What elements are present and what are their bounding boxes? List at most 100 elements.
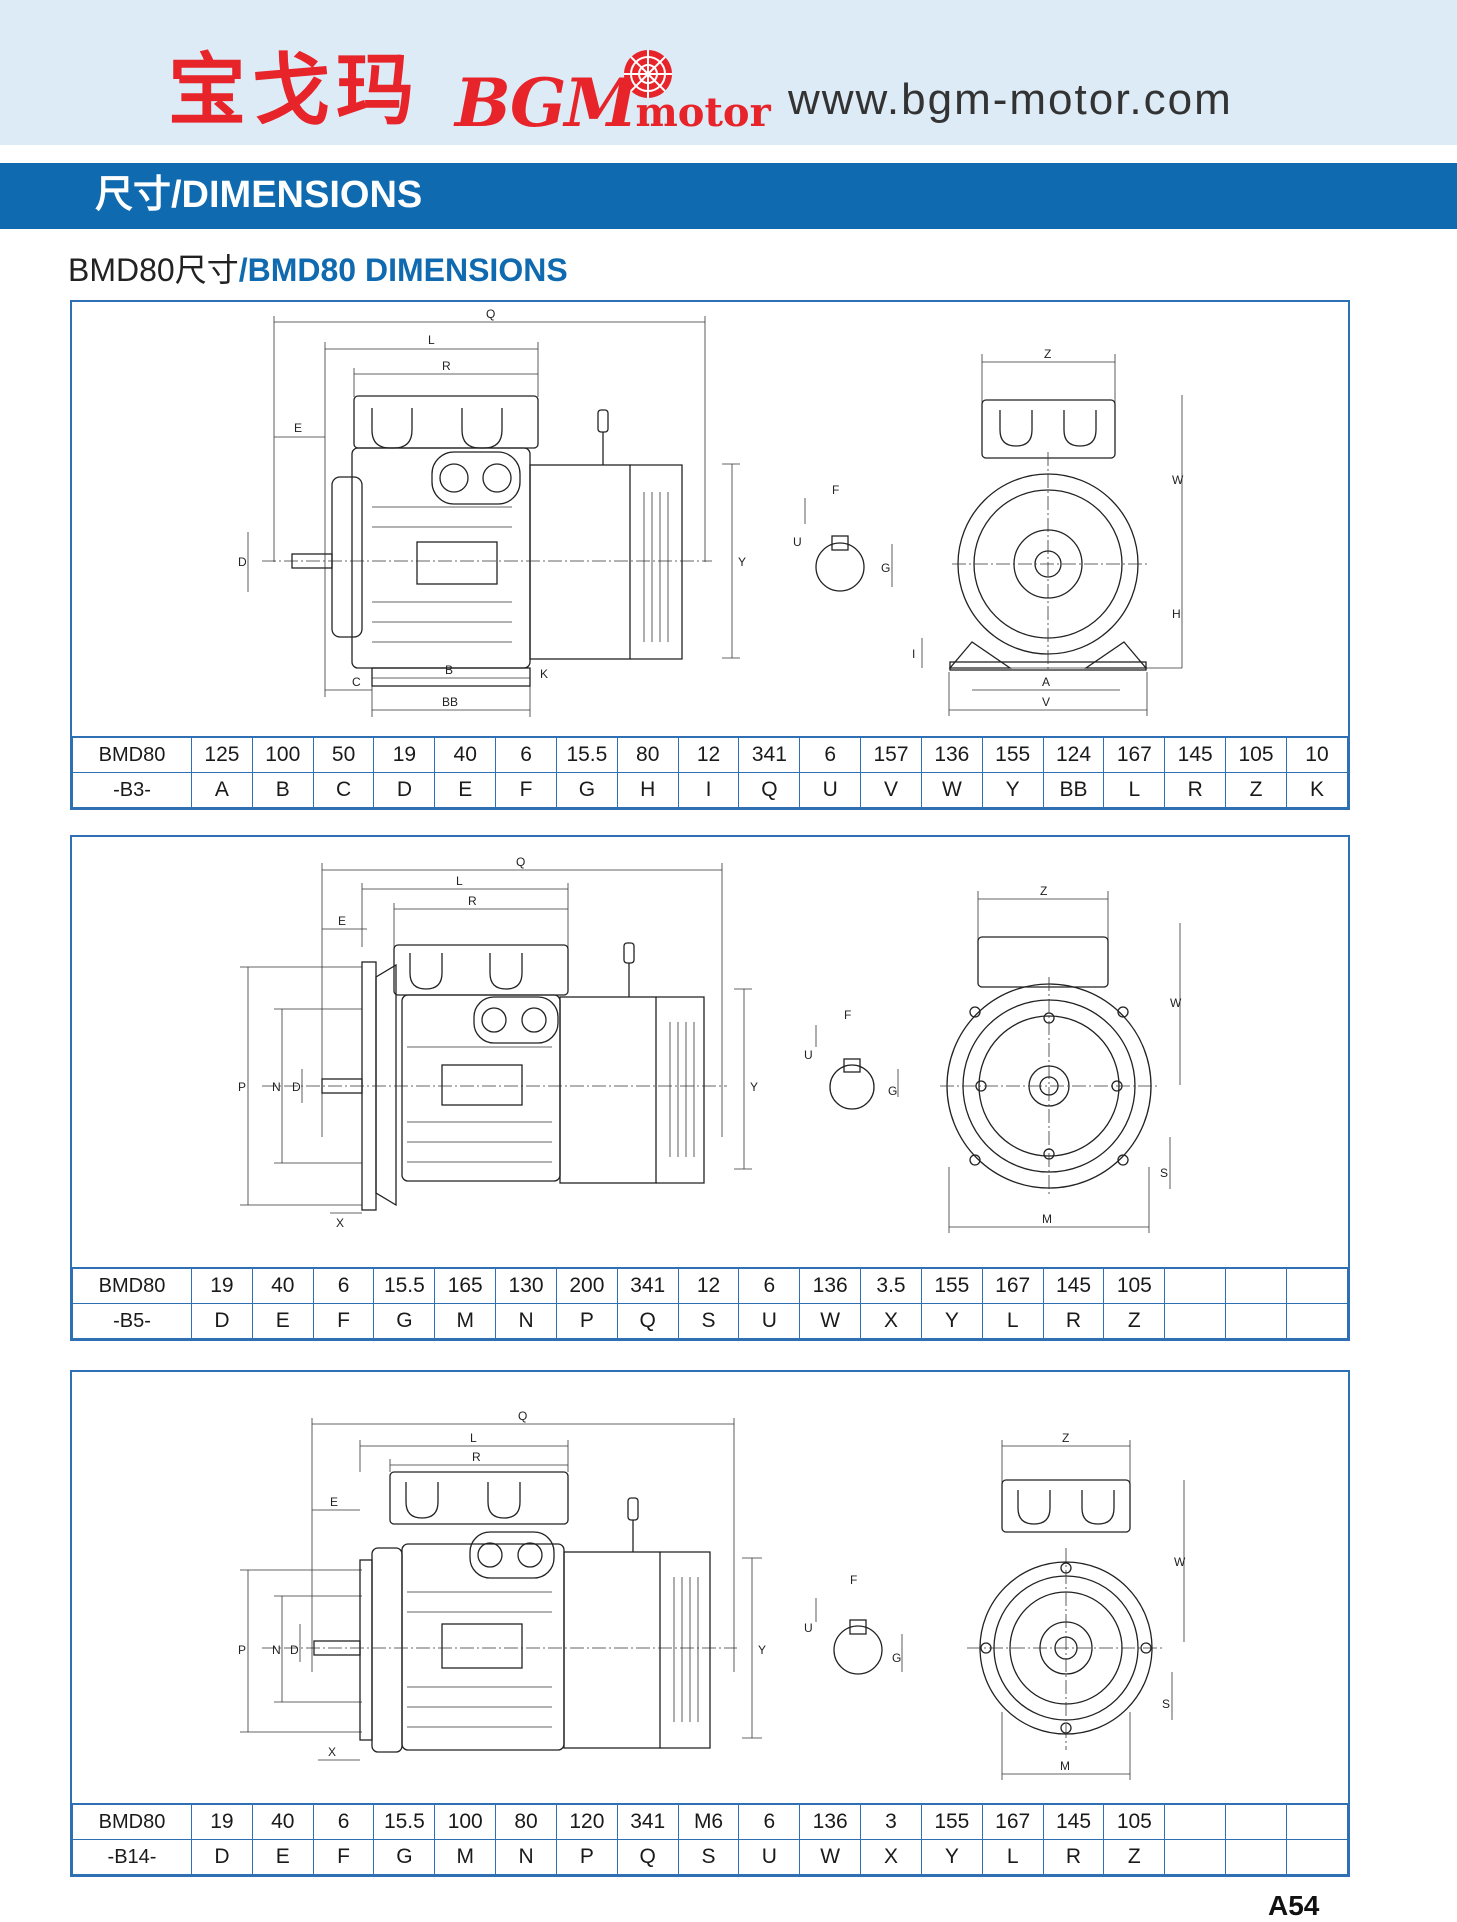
letter-cell: Z — [1225, 772, 1287, 808]
label-l: L — [428, 333, 435, 347]
drawing-labels-b14: Q L R E P N D X Y F U G Z W S M — [238, 1409, 1186, 1773]
letter-cell: N — [495, 1839, 557, 1875]
label-u: U — [804, 1621, 813, 1635]
dimension-table-b3: BMD80 125 100 50 19 40 6 15.5 80 12 341 … — [72, 736, 1349, 808]
label-x: X — [336, 1216, 344, 1230]
value-cell: 40 — [251, 1803, 314, 1840]
value-cell: 12 — [677, 736, 740, 773]
letter-cell: Y — [920, 1839, 983, 1875]
value-cell: 100 — [251, 736, 314, 773]
letter-cell: R — [1042, 1303, 1105, 1339]
value-cell: 15.5 — [373, 1803, 436, 1840]
value-cell: 80 — [616, 736, 679, 773]
letter-cell: A — [191, 772, 253, 808]
page-number: A54 — [1268, 1890, 1320, 1921]
letter-cell: Z — [1103, 1303, 1166, 1339]
label-z: Z — [1040, 884, 1047, 898]
letter-cell: Q — [616, 1839, 679, 1875]
value-cell: 19 — [373, 736, 436, 773]
label-h: H — [1172, 607, 1181, 621]
letter-cell: D — [191, 1839, 253, 1875]
value-cell: 19 — [191, 1267, 253, 1304]
label-x: X — [328, 1745, 336, 1759]
empty-cell — [1285, 1839, 1349, 1875]
model-cell: BMD80 — [72, 736, 192, 773]
value-cell: 167 — [981, 1267, 1044, 1304]
label-n: N — [272, 1643, 281, 1657]
drawing-b3: Q L R E D C B BB K Y F U G Z W H I A V — [238, 307, 1184, 717]
letter-cell: R — [1042, 1839, 1105, 1875]
value-cell: 105 — [1225, 736, 1287, 773]
value-cell: 15.5 — [555, 736, 618, 773]
value-cell: 6 — [495, 736, 557, 773]
letter-cell: K — [1285, 772, 1349, 808]
panel-b14: Q L R E P N D X Y F U G Z W S M BMD80 19… — [70, 1370, 1350, 1877]
label-r: R — [468, 894, 477, 908]
empty-cell — [1285, 1267, 1349, 1304]
table-row-letters: -B14- D E F G M N P Q S U W X Y L R Z — [72, 1839, 1349, 1875]
label-k: K — [540, 667, 548, 681]
value-cell: 167 — [981, 1803, 1044, 1840]
value-cell: 15.5 — [373, 1267, 436, 1304]
letter-cell: L — [981, 1303, 1044, 1339]
value-cell: 6 — [738, 1803, 801, 1840]
letter-cell: W — [799, 1303, 862, 1339]
label-b: B — [445, 663, 453, 677]
value-cell: 80 — [495, 1803, 557, 1840]
value-cell: 100 — [434, 1803, 497, 1840]
logo-bgm: BGM — [455, 64, 637, 142]
drawing-labels-b5: Q L R E P N D X Y F U G Z W S M — [238, 855, 1182, 1230]
mount-cell: -B14- — [72, 1839, 192, 1875]
letter-cell: G — [373, 1303, 436, 1339]
letter-cell: U — [738, 1303, 801, 1339]
letter-cell: M — [434, 1303, 497, 1339]
value-cell: 155 — [981, 736, 1044, 773]
label-v: V — [1042, 695, 1050, 709]
value-cell: 19 — [191, 1803, 253, 1840]
logo-gear-icon — [624, 50, 672, 98]
letter-cell: U — [738, 1839, 801, 1875]
letter-cell: Y — [920, 1303, 983, 1339]
value-cell: 136 — [799, 1803, 862, 1840]
empty-cell — [1225, 1303, 1287, 1339]
letter-cell: V — [860, 772, 922, 808]
value-cell: 6 — [312, 1267, 375, 1304]
letter-cell: H — [616, 772, 679, 808]
letter-cell: D — [373, 772, 436, 808]
label-f: F — [850, 1573, 857, 1587]
model-cell: BMD80 — [72, 1267, 192, 1304]
drawing-b5: Q L R E P N D X Y F U G Z W S M — [238, 855, 1182, 1233]
label-q: Q — [486, 307, 495, 321]
value-cell: 341 — [616, 1803, 679, 1840]
table-row-values: BMD80 125 100 50 19 40 6 15.5 80 12 341 … — [72, 736, 1349, 773]
value-cell: 6 — [738, 1267, 801, 1304]
logo-motor: motor — [635, 89, 771, 136]
value-cell: 125 — [191, 736, 253, 773]
dimension-table-b5: BMD80 19 40 6 15.5 165 130 200 341 12 6 … — [72, 1267, 1349, 1339]
label-d: D — [238, 555, 247, 569]
value-cell: 200 — [555, 1267, 618, 1304]
label-c: C — [352, 675, 361, 689]
website-link[interactable]: www.bgm-motor.com — [788, 75, 1233, 124]
value-cell: 145 — [1164, 736, 1227, 773]
label-z: Z — [1044, 347, 1051, 361]
label-e: E — [294, 421, 302, 435]
letter-cell: Z — [1103, 1839, 1166, 1875]
letter-cell: X — [860, 1303, 922, 1339]
letter-cell: F — [495, 772, 557, 808]
value-cell: 136 — [799, 1267, 862, 1304]
table-row-letters: -B3- A B C D E F G H I Q U V W Y BB L R … — [72, 772, 1349, 808]
label-w: W — [1170, 996, 1182, 1010]
letter-cell: U — [799, 772, 862, 808]
value-cell: 157 — [860, 736, 922, 773]
label-e: E — [330, 1495, 338, 1509]
value-cell: 341 — [616, 1267, 679, 1304]
mount-cell: -B5- — [72, 1303, 192, 1339]
logo-english: BGMmotor — [455, 70, 771, 136]
letter-cell: G — [373, 1839, 436, 1875]
letter-cell: S — [677, 1303, 740, 1339]
label-i: I — [912, 647, 915, 661]
label-y: Y — [758, 1643, 766, 1657]
letter-cell: W — [799, 1839, 862, 1875]
label-p: P — [238, 1643, 246, 1657]
